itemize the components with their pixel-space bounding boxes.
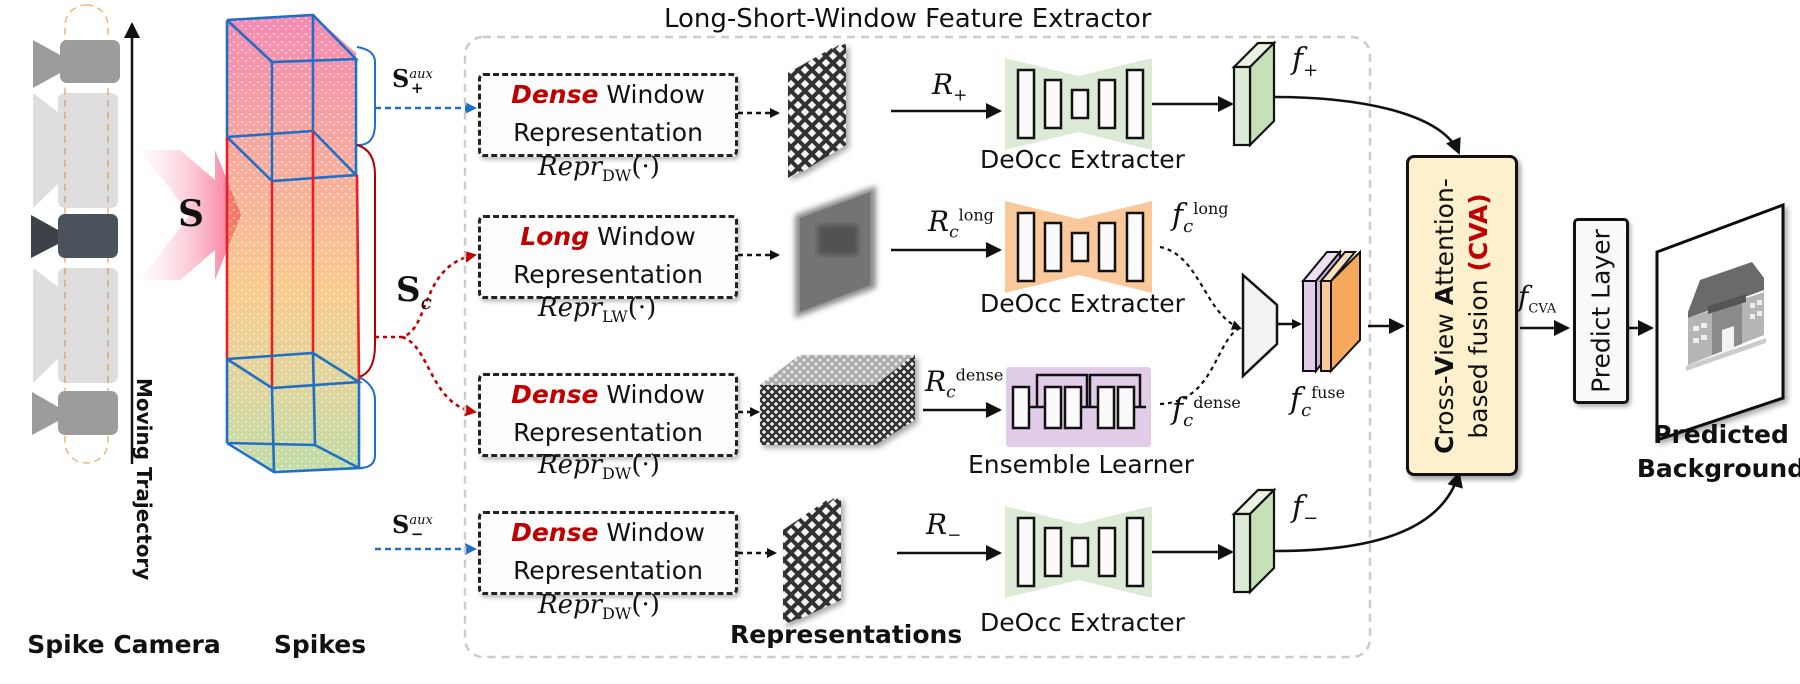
r-c-dense-symbol: Rcdense — [925, 365, 1004, 403]
representation-dense-minus — [783, 496, 841, 625]
camera-ghost-icon — [33, 268, 118, 383]
dense-window-repr-box-c: Dense Window Representation — [478, 373, 738, 457]
repr-dw-func: ReprDW(·) — [538, 590, 660, 624]
spike-camera-group — [31, 4, 140, 464]
predict-layer-block: Predict Layer — [1573, 218, 1629, 404]
layer-bar — [1016, 211, 1036, 283]
layer-bar — [1125, 68, 1145, 140]
deocc-extracter-label-plus: DeOcc Extracter — [980, 145, 1185, 174]
repr-dw-func: ReprDW(·) — [538, 152, 660, 186]
representation-dense-c — [760, 355, 915, 445]
feature-extractor-frame — [463, 35, 1372, 659]
r-c-long-symbol: Rclong — [928, 205, 994, 243]
layer-bar — [1043, 221, 1063, 273]
layer-bar — [1016, 516, 1036, 588]
r-minus-symbol: R− — [926, 508, 962, 546]
spike-camera-label: Spike Camera — [27, 630, 221, 659]
connector-f-minus-cva — [1273, 471, 1463, 553]
representation-long — [795, 186, 876, 318]
layer-bar — [1125, 516, 1145, 588]
layer-bar — [1097, 78, 1117, 130]
ensemble-learner-block — [1006, 367, 1151, 447]
connector-f-dense — [1159, 327, 1241, 406]
repr-lw-func: ReprLW(·) — [538, 293, 657, 327]
dense-window-repr-box-plus: Dense Window Representation — [478, 73, 738, 157]
spikes-volume — [225, 13, 376, 474]
layer-bar — [1097, 221, 1117, 273]
f-c-fuse-symbol: fcfuse — [1290, 382, 1346, 421]
ensemble-learner-label: Ensemble Learner — [968, 450, 1195, 479]
representation-dense-plus — [788, 43, 846, 178]
connector-s-c-dense — [401, 335, 477, 417]
deocc-extracter-label-minus: DeOcc Extracter — [980, 608, 1185, 637]
deocc-extracter-minus-block — [1005, 506, 1152, 598]
layer-bar — [1070, 536, 1090, 568]
connector-f-long — [1159, 245, 1242, 330]
brace-s-minus — [358, 376, 376, 469]
s-c-symbol: Sc — [396, 270, 432, 314]
f-c-long-symbol: fclong — [1172, 198, 1229, 237]
cva-fusion-block: Cross-View Attention- based fusion (CVA) — [1406, 155, 1518, 476]
layer-bar — [1125, 211, 1145, 283]
layer-bar — [1016, 68, 1036, 140]
layer-bar — [1070, 231, 1090, 263]
f-minus-symbol: f− — [1292, 490, 1319, 529]
brace-s-plus — [356, 46, 376, 147]
deocc-extracter-plus-block — [1005, 58, 1152, 150]
layer-bar — [1070, 88, 1090, 120]
layer-bar — [1043, 526, 1063, 578]
connector-f-plus-cva — [1273, 95, 1461, 155]
spikes-label: Spikes — [273, 630, 367, 659]
deocc-extracter-long-block — [1005, 201, 1152, 293]
feature-block-f-plus — [1231, 40, 1277, 148]
s-minus-aux-symbol: Saux− — [392, 510, 433, 543]
fusion-module — [1241, 272, 1279, 379]
deocc-extracter-label-long: DeOcc Extracter — [980, 289, 1185, 318]
connector-s-c-long — [375, 250, 477, 339]
s-plus-aux-symbol: Saux+ — [392, 64, 433, 97]
f-cva-symbol: fCVA — [1518, 280, 1557, 317]
stream-symbol: S — [178, 193, 204, 235]
layer-bar — [1043, 78, 1063, 130]
camera-ghost-icon — [33, 93, 118, 208]
stream-arrow — [140, 150, 241, 280]
feature-block-f-minus — [1231, 487, 1277, 595]
camera-current-icon — [31, 214, 118, 258]
trajectory-label: Moving Trajectory — [132, 378, 156, 581]
repr-dw-func: ReprDW(·) — [538, 450, 660, 484]
r-plus-symbol: R+ — [932, 68, 968, 106]
f-c-dense-symbol: fcdense — [1172, 392, 1241, 431]
camera-icon — [33, 40, 120, 88]
predict-layer-label: Predict Layer — [1586, 229, 1616, 393]
figure-title: Long-Short-Window Feature Extractor — [664, 4, 1152, 34]
camera-icon — [32, 391, 118, 435]
predicted-background-image — [1655, 202, 1785, 443]
layer-bar — [1097, 526, 1117, 578]
feature-block-f-fuse — [1300, 249, 1361, 374]
brace-s-c — [356, 144, 376, 378]
representations-label: Representations — [730, 620, 963, 649]
dense-window-repr-box-minus: Dense Window Representation — [478, 511, 738, 595]
long-window-repr-box: Long Window Representation — [478, 215, 738, 299]
f-plus-symbol: f+ — [1292, 42, 1319, 81]
